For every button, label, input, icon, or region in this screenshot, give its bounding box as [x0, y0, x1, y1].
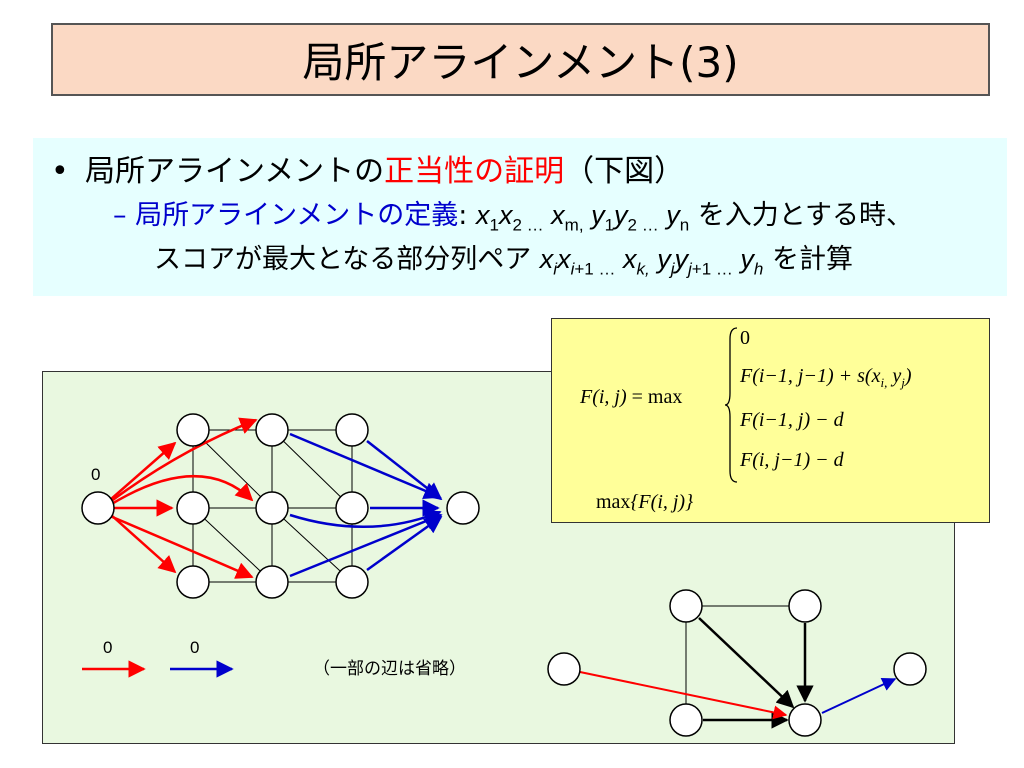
- case-vertical: F(i−1, j) − d: [740, 409, 844, 431]
- bullet-3-tail: を計算: [771, 244, 853, 275]
- legend: 0 0: [82, 638, 234, 678]
- formula-lhs: F(i, j) = max: [580, 386, 683, 408]
- legend-blue-label: 0: [190, 638, 199, 657]
- bullet-panel: • 局所アラインメントの正当性の証明（下図） – 局所アラインメントの定義: x1…: [33, 138, 1007, 296]
- detail-node: [669, 703, 703, 737]
- start-node: [81, 491, 115, 525]
- bullet-1-suffix: （下図）: [564, 154, 685, 189]
- detail-node: [669, 589, 703, 623]
- detail-node: [788, 703, 822, 737]
- grid-node: [255, 565, 289, 599]
- input-sequences: x1x2 … xm, y1y2 … yn: [476, 200, 690, 235]
- grid-node: [255, 491, 289, 525]
- bullet-1-prefix: 局所アラインメントの: [85, 154, 385, 189]
- recurrence-formula: F(i, j) = max 0 F(i−1, j−1) + s(xi, yj) …: [551, 318, 990, 523]
- red-edges: [109, 417, 258, 579]
- grid-node: [176, 565, 210, 599]
- blue-edges: [289, 432, 443, 578]
- grid-node: [255, 413, 289, 447]
- detail-node: [547, 652, 581, 686]
- legend-red-label: 0: [103, 638, 112, 657]
- grid-node: [335, 413, 369, 447]
- slide-title: 局所アラインメント(3): [51, 23, 990, 96]
- end-node: [446, 491, 480, 525]
- case-zero: 0: [740, 327, 750, 349]
- graph-nodes: [81, 413, 480, 599]
- bullet-2-tail: を入力とする時、: [697, 200, 914, 231]
- bullet-1: • 局所アラインメントの正当性の証明（下図）: [51, 146, 684, 190]
- bullet-3-lead: スコアが最大となる部分列ペア: [154, 244, 532, 275]
- bullet-2: – 局所アラインメントの定義: x1x2 … xm, y1y2 … yn を入力…: [113, 193, 913, 235]
- start-label: 0: [91, 465, 100, 484]
- subsequence-pair: xixi+1 … xk, yjyj+1 … yh: [539, 244, 764, 279]
- detail-diagram: [547, 589, 927, 737]
- bullet-dot: •: [51, 154, 69, 189]
- final-max: max{F(i, j)}: [596, 491, 694, 513]
- detail-node: [893, 652, 927, 686]
- case-horizontal: F(i, j−1) − d: [740, 449, 844, 471]
- bullet-1-highlight: 正当性の証明: [384, 154, 565, 189]
- bullet-2-term: 局所アラインメントの定義: [135, 200, 459, 231]
- detail-node: [788, 589, 822, 623]
- bullet-2-dash: –: [113, 200, 127, 231]
- grid-node: [176, 413, 210, 447]
- bullet-2-colon: :: [458, 200, 468, 231]
- grid-node: [335, 565, 369, 599]
- omitted-edges-note: （一部の辺は省略）: [313, 659, 466, 679]
- case-diagonal: F(i−1, j−1) + s(xi, yj): [740, 365, 912, 390]
- grid-node: [335, 491, 369, 525]
- bullet-3: スコアが最大となる部分列ペア xixi+1 … xk, yjyj+1 … yh …: [154, 237, 853, 279]
- left-brace: [724, 327, 738, 483]
- grid-node: [176, 491, 210, 525]
